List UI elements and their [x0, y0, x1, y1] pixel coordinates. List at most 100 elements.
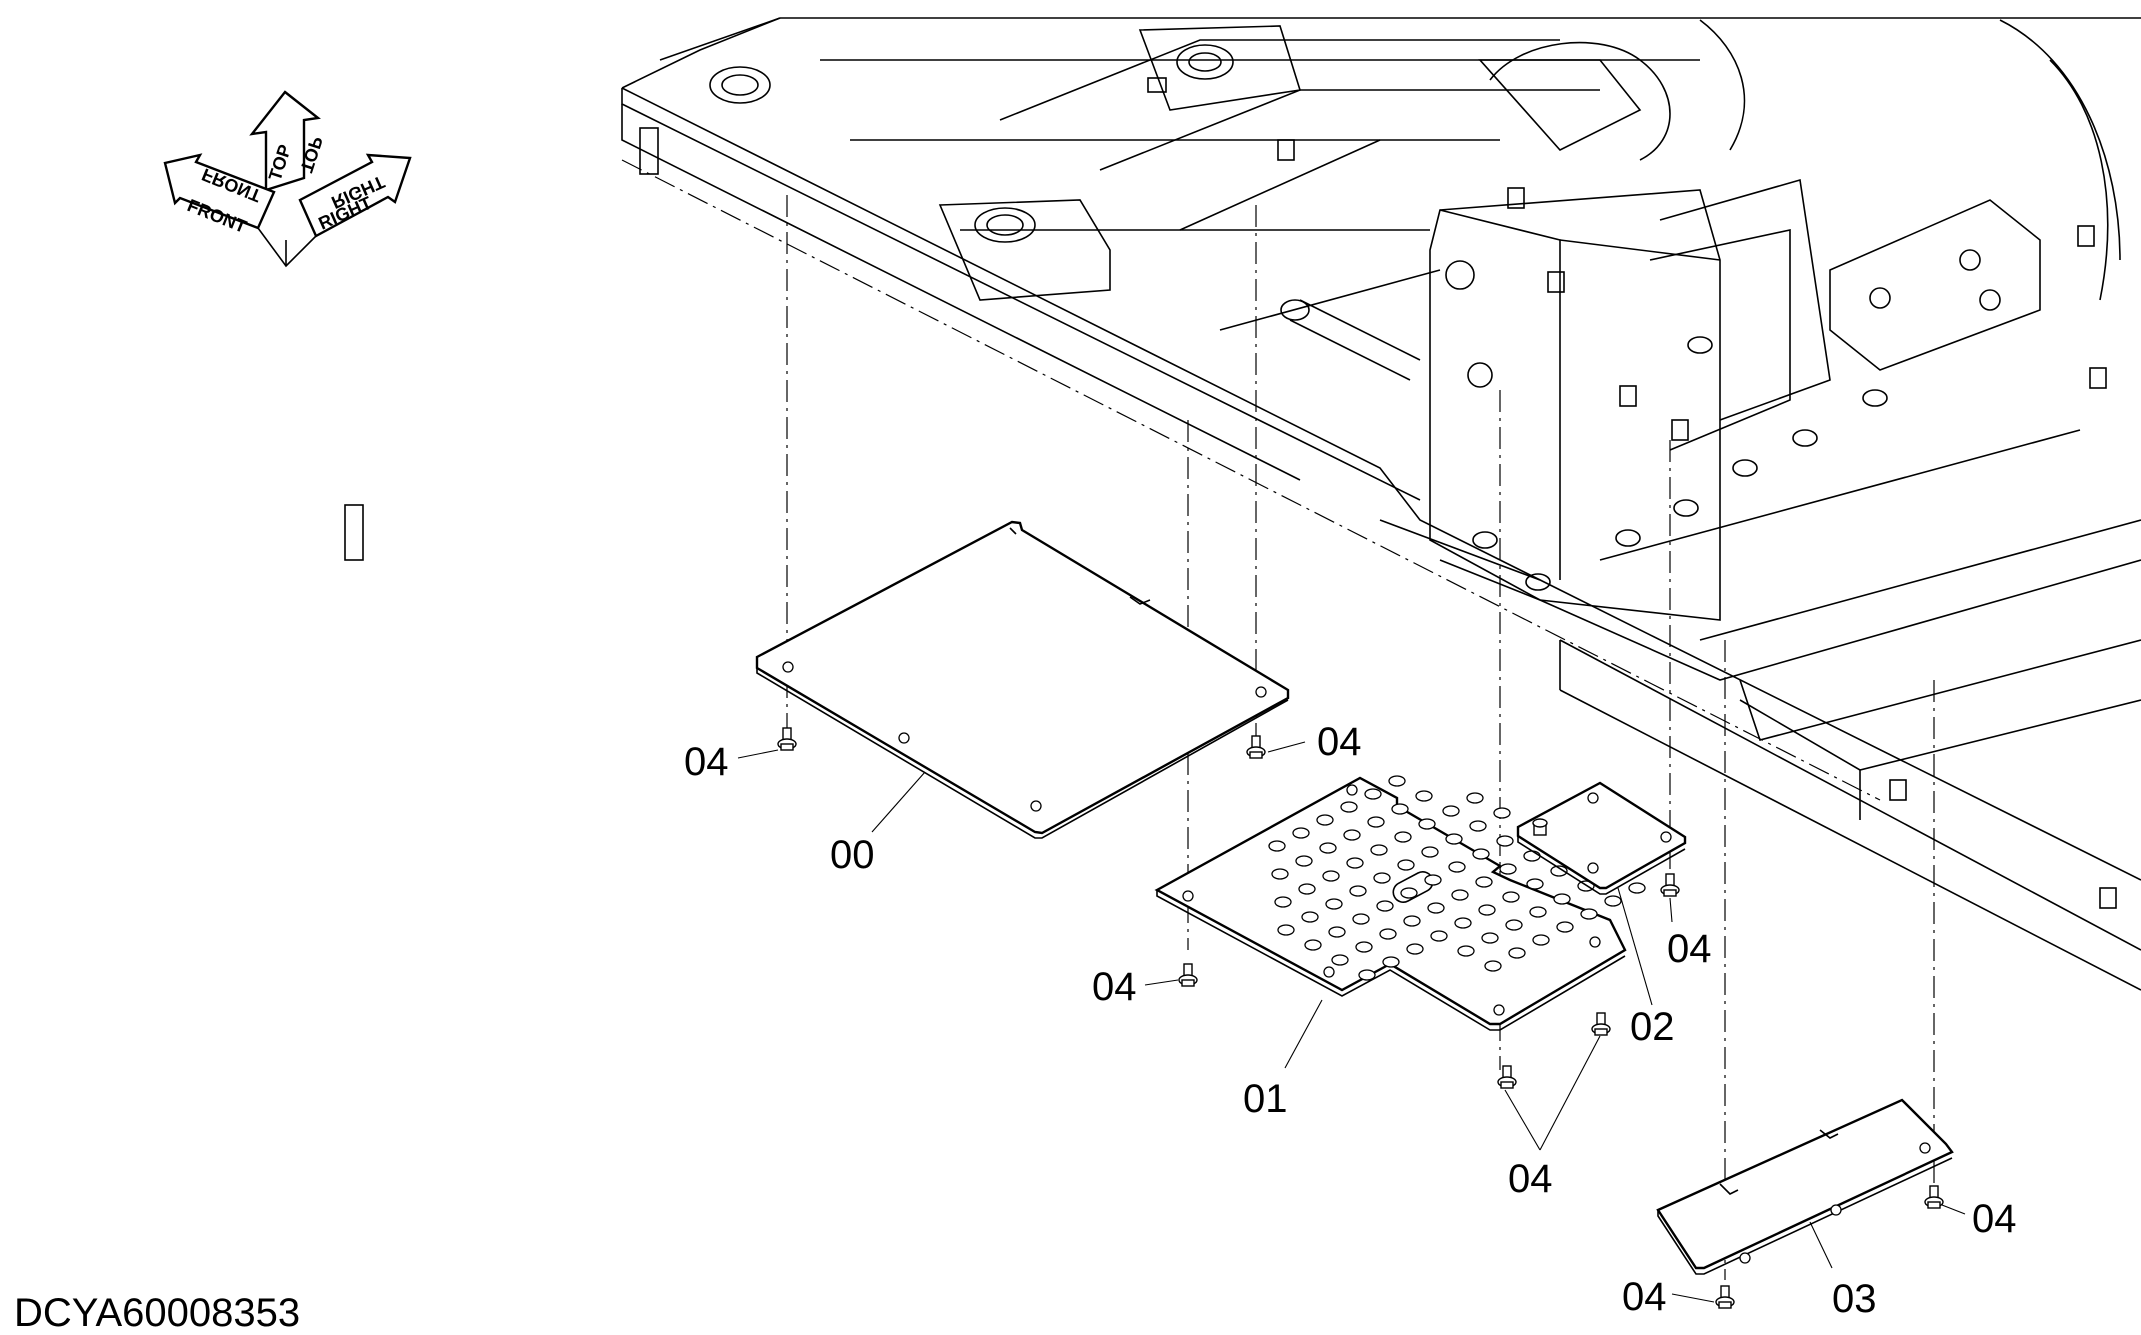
perforation-hole [1421, 846, 1439, 858]
callouts: 04 00 04 04 01 04 02 04 04 03 04 [684, 720, 2017, 1321]
perforation-hole [1469, 820, 1487, 832]
perforation-hole [1532, 934, 1550, 946]
perforation-hole [1379, 928, 1397, 940]
perforation-hole [1478, 904, 1496, 916]
orientation-indicator: FRONT TOP RIGHT FRONT TOP RIGHT [163, 90, 412, 268]
leader-lines [737, 741, 1966, 1303]
part-00-cover-plate[interactable] [755, 520, 1290, 839]
perforation-hole [1466, 792, 1484, 804]
callout-04: 04 [684, 740, 729, 784]
perforation-hole [1442, 805, 1460, 817]
bolt[interactable] [1497, 1065, 1517, 1089]
perforation-hole [1523, 850, 1541, 862]
perforation-hole [1481, 932, 1499, 944]
callout-04: 04 [1622, 1275, 1667, 1319]
perforation-hole [1358, 969, 1376, 981]
callout-00: 00 [830, 833, 875, 877]
perforation-hole [1292, 827, 1310, 839]
callout-03: 03 [1832, 1277, 1877, 1321]
perforation-hole [1295, 855, 1313, 867]
perforation-hole [1427, 902, 1445, 914]
perforation-hole [1580, 908, 1598, 920]
perforation-hole [1331, 954, 1349, 966]
perforation-hole [1502, 891, 1520, 903]
bolt[interactable] [1715, 1285, 1735, 1309]
perforation-hole [1340, 801, 1358, 813]
perforation-hole [1448, 861, 1466, 873]
perforation-hole [1388, 775, 1406, 787]
perforation-hole [1508, 947, 1526, 959]
perforation-hole [1529, 906, 1547, 918]
perforation-hole [1376, 900, 1394, 912]
callout-04: 04 [1317, 720, 1362, 764]
perforation-hole [1268, 840, 1286, 852]
perforation-hole [1454, 917, 1472, 929]
bolt[interactable] [1924, 1185, 1944, 1209]
perforation-hole [1346, 857, 1364, 869]
perforation-hole [1343, 829, 1361, 841]
perforation-hole [1394, 831, 1412, 843]
perforation-hole [1325, 898, 1343, 910]
perforation-hole [1451, 889, 1469, 901]
perforation-hole [1499, 863, 1517, 875]
part-02-small-cover[interactable] [1516, 781, 1687, 895]
perforation-hole [1424, 874, 1442, 886]
perforation-hole [1319, 842, 1337, 854]
callout-04: 04 [1508, 1157, 1553, 1201]
perforation-hole [1301, 911, 1319, 923]
perforation-hole [1475, 876, 1493, 888]
perforation-hole [1328, 926, 1346, 938]
perforation-hole [1505, 919, 1523, 931]
perforation-hole [1274, 896, 1292, 908]
perforation-hole [1496, 835, 1514, 847]
perforation-hole [1397, 859, 1415, 871]
perforation-hole [1550, 865, 1568, 877]
callout-04: 04 [1972, 1197, 2017, 1241]
perforation-hole [1415, 790, 1433, 802]
perforation-hole [1277, 924, 1295, 936]
callout-04: 04 [1092, 965, 1137, 1009]
bolt[interactable] [1660, 873, 1680, 897]
perforation-hole [1298, 883, 1316, 895]
perforation-hole [1349, 885, 1367, 897]
bolt[interactable] [1591, 1012, 1611, 1036]
perforation-hole [1316, 814, 1334, 826]
frame-nuts [1472, 336, 1888, 591]
perforation-hole [1373, 872, 1391, 884]
bolt[interactable] [1246, 735, 1266, 759]
perforation-hole [1604, 895, 1622, 907]
perforation-hole [1628, 882, 1646, 894]
perforation-hole [1556, 921, 1574, 933]
perforation-hole [1493, 807, 1511, 819]
callout-02: 02 [1630, 1005, 1675, 1049]
perforation-hole [1406, 943, 1424, 955]
perforation-hole [1271, 868, 1289, 880]
callout-01: 01 [1243, 1077, 1288, 1121]
perforation-hole [1430, 930, 1448, 942]
perforation-hole [1367, 816, 1385, 828]
perforation-hole [1322, 870, 1340, 882]
bolt[interactable] [777, 727, 797, 751]
part-04-bolts [777, 727, 1944, 1309]
perforation-hole [1553, 893, 1571, 905]
perforation-hole [1382, 956, 1400, 968]
perforation-hole [1391, 803, 1409, 815]
drawing-id: DCYA60008353 [14, 1291, 300, 1335]
perforation-hole [1403, 915, 1421, 927]
perforation-hole [1370, 844, 1388, 856]
perforation-hole [1445, 833, 1463, 845]
perforation-hole [1364, 788, 1382, 800]
perforation-hole [1400, 887, 1418, 899]
perforation-hole [1304, 939, 1322, 951]
perforation-hole [1355, 941, 1373, 953]
bolt[interactable] [1178, 963, 1198, 987]
chassis-frame [344, 17, 2141, 991]
perforation-hole [1526, 878, 1544, 890]
perforation-hole [1418, 818, 1436, 830]
part-03-rear-cover[interactable] [1656, 1098, 1954, 1275]
callout-04: 04 [1667, 927, 1712, 971]
perforation-hole [1352, 913, 1370, 925]
perforation-hole [1457, 945, 1475, 957]
perforation-hole [1472, 848, 1490, 860]
